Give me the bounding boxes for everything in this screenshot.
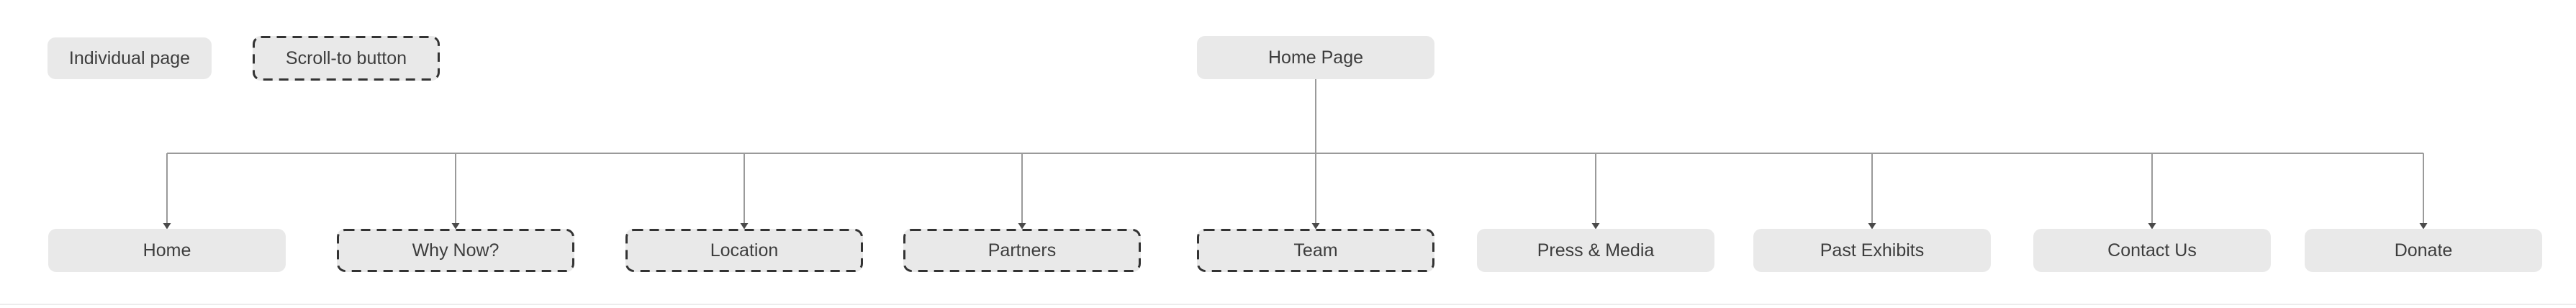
node-label: Donate [2394, 240, 2453, 261]
node-label: Partners [988, 240, 1057, 261]
node-home-page[interactable]: Home Page [1197, 36, 1434, 79]
node-label: Location [710, 240, 779, 261]
node-label: Press & Media [1537, 240, 1655, 261]
node-location[interactable]: Location [625, 229, 863, 272]
node-team[interactable]: Team [1197, 229, 1434, 272]
canvas-bottom-divider [0, 304, 2576, 305]
legend-item-individual-page[interactable]: Individual page [48, 37, 212, 79]
node-label: Past Exhibits [1820, 240, 1925, 261]
node-contact-us[interactable]: Contact Us [2033, 229, 2271, 272]
node-home[interactable]: Home [48, 229, 286, 272]
node-label: Scroll-to button [285, 47, 407, 68]
node-partners[interactable]: Partners [903, 229, 1141, 272]
node-press-media[interactable]: Press & Media [1477, 229, 1714, 272]
legend-item-scroll-to-button[interactable]: Scroll-to button [253, 36, 440, 81]
node-label: Home Page [1267, 47, 1364, 68]
node-donate[interactable]: Donate [2305, 229, 2542, 272]
node-label: Home [143, 240, 191, 261]
node-label: Contact Us [2107, 240, 2197, 261]
node-label: Individual page [68, 47, 191, 68]
node-why-now[interactable]: Why Now? [337, 229, 574, 272]
node-label: Team [1293, 240, 1338, 261]
node-label: Why Now? [412, 240, 500, 261]
node-past-exhibits[interactable]: Past Exhibits [1753, 229, 1991, 272]
